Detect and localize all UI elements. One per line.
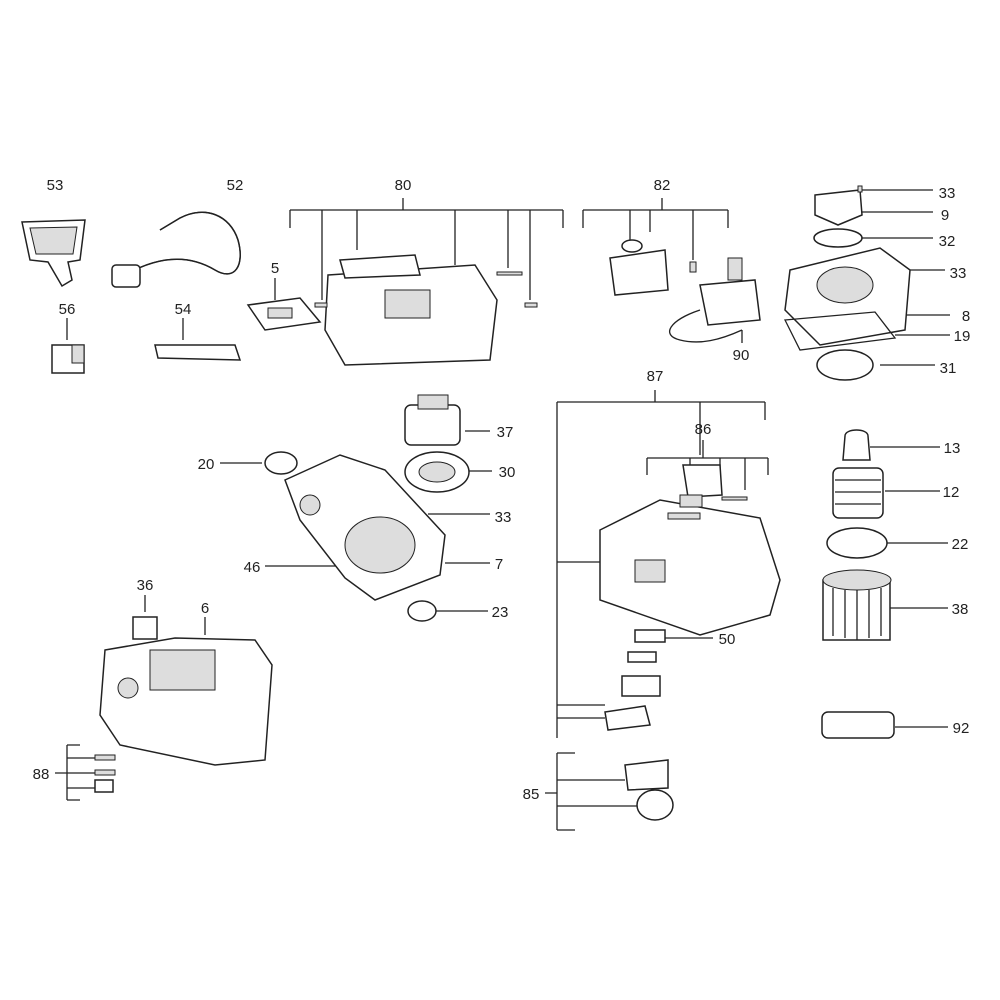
part-85-port <box>624 759 674 821</box>
part-9-collar <box>814 185 863 226</box>
callout-8: 8 <box>962 308 970 325</box>
callout-13: 13 <box>944 440 961 457</box>
callout-33: 33 <box>495 509 512 526</box>
part-30-fan-cover <box>404 451 470 493</box>
callout-19: 19 <box>954 328 971 345</box>
bracket-85 <box>545 752 640 831</box>
callout-37: 37 <box>497 424 514 441</box>
part-87-main-housing <box>599 499 781 636</box>
part-82-electronics <box>609 239 697 296</box>
callout-5: 5 <box>271 260 279 277</box>
callout-50: 50 <box>719 631 736 648</box>
callout-33: 33 <box>939 185 956 202</box>
callout-22: 22 <box>952 536 969 553</box>
part-20-seal <box>264 451 298 475</box>
callout-labels: 53 52 80 82 33 9 32 33 8 19 31 90 5 56 5… <box>33 177 971 803</box>
callout-38: 38 <box>952 601 969 618</box>
part-8-filter-housing <box>784 247 911 346</box>
part-86-switch <box>667 464 748 520</box>
callout-87: 87 <box>647 368 664 385</box>
callout-31: 31 <box>940 360 957 377</box>
bracket-82 <box>582 198 729 260</box>
part-6-tank <box>99 616 273 766</box>
bracket-88 <box>55 744 95 801</box>
part-13-cap <box>842 429 871 461</box>
callout-56: 56 <box>59 301 76 318</box>
part-38-filter <box>822 569 892 641</box>
callout-82: 82 <box>654 177 671 194</box>
callout-86: 86 <box>695 421 712 438</box>
part-32-ring <box>813 228 863 248</box>
callout-92: 92 <box>953 720 970 737</box>
part-80-lid <box>314 254 538 366</box>
part-50-components <box>604 629 666 731</box>
callout-33: 33 <box>950 265 967 282</box>
callout-30: 30 <box>499 464 516 481</box>
leader-lines <box>66 189 950 728</box>
callout-46: 46 <box>244 559 261 576</box>
part-22-gasket <box>826 527 888 559</box>
part-46-7-base <box>284 454 446 601</box>
part-56-adapter <box>51 344 85 374</box>
callout-7: 7 <box>495 556 503 573</box>
callout-88: 88 <box>33 766 50 783</box>
part-92-label <box>821 711 895 739</box>
callout-54: 54 <box>175 301 192 318</box>
callout-12: 12 <box>943 484 960 501</box>
callout-32: 32 <box>939 233 956 250</box>
bracket-80 <box>289 198 564 300</box>
callout-90: 90 <box>733 347 750 364</box>
callout-23: 23 <box>492 604 509 621</box>
part-54-crevice-tool <box>154 344 242 361</box>
part-23-seal <box>407 600 437 622</box>
bracket-87 <box>556 390 766 738</box>
callout-36: 36 <box>137 577 154 594</box>
callout-20: 20 <box>198 456 215 473</box>
part-12-cage <box>832 467 884 519</box>
part-90-pcb <box>668 257 761 343</box>
callout-9: 9 <box>941 207 949 224</box>
part-88-hardware <box>94 754 116 793</box>
callout-6: 6 <box>201 600 209 617</box>
callout-80: 80 <box>395 177 412 194</box>
part-52-hose <box>111 211 241 288</box>
callout-85: 85 <box>523 786 540 803</box>
part-31-seal <box>816 349 874 381</box>
part-37-motor <box>404 394 461 446</box>
part-19-gasket <box>783 311 897 351</box>
part-53-nozzle <box>21 219 86 288</box>
callout-52: 52 <box>227 177 244 194</box>
part-5-plate <box>246 297 322 331</box>
callout-53: 53 <box>47 177 64 194</box>
